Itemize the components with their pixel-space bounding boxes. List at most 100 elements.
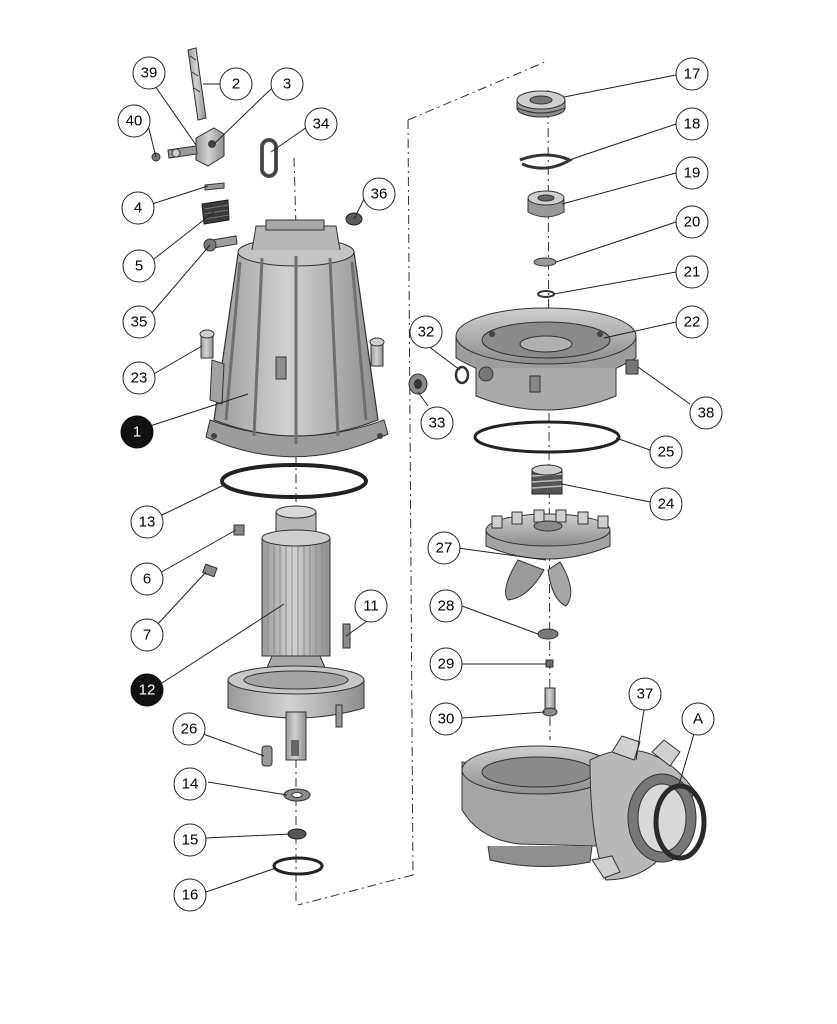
callout-33: 33 bbox=[420, 406, 454, 440]
part-39-40-screw bbox=[151, 145, 198, 162]
part-22-bearing-housing bbox=[455, 307, 637, 411]
callout-3: 3 bbox=[270, 67, 304, 101]
callout-label-36: 36 bbox=[371, 186, 388, 203]
callout-25: 25 bbox=[649, 435, 683, 469]
callout-label-19: 19 bbox=[684, 165, 701, 182]
part-32-ring bbox=[454, 365, 470, 385]
callout-40: 40 bbox=[117, 104, 151, 138]
callout-20: 20 bbox=[675, 205, 709, 239]
callout-2: 2 bbox=[219, 67, 253, 101]
callout-39: 39 bbox=[132, 56, 166, 90]
part-37-pump-casing bbox=[461, 735, 697, 881]
callout-37: 37 bbox=[628, 677, 662, 711]
part-18-circlip bbox=[519, 153, 574, 170]
callout-label-11: 11 bbox=[363, 598, 379, 615]
part-28-nut bbox=[537, 628, 559, 640]
part-1-motor-housing bbox=[205, 219, 389, 458]
part-14-washer bbox=[283, 788, 311, 802]
callout-label-12: 12 bbox=[139, 682, 156, 699]
callout-26: 26 bbox=[172, 712, 206, 746]
callout-14: 14 bbox=[173, 767, 207, 801]
callout-17: 17 bbox=[675, 57, 709, 91]
part-33-plug bbox=[408, 373, 428, 395]
callout-label-28: 28 bbox=[438, 598, 455, 615]
part-13-o-ring bbox=[220, 463, 368, 499]
callout-label-3: 3 bbox=[283, 76, 291, 93]
callout-38: 38 bbox=[689, 396, 723, 430]
callout-label-2: 2 bbox=[232, 76, 240, 93]
callout-label-7: 7 bbox=[143, 627, 151, 644]
callout-27: 27 bbox=[427, 531, 461, 565]
part-A-wear-ring bbox=[653, 783, 707, 861]
callout-19: 19 bbox=[675, 156, 709, 190]
callout-label-26: 26 bbox=[181, 721, 198, 738]
callout-label-22: 22 bbox=[684, 314, 701, 331]
part-23-bolt bbox=[199, 329, 215, 359]
callout-30: 30 bbox=[429, 702, 463, 736]
callout-23: 23 bbox=[122, 361, 156, 395]
callout-label-38: 38 bbox=[698, 405, 715, 422]
callout-13: 13 bbox=[130, 505, 164, 539]
part-38-screw bbox=[625, 359, 639, 375]
callout-label-27: 27 bbox=[436, 540, 453, 557]
callout-label-23: 23 bbox=[131, 370, 148, 387]
callout-label-17: 17 bbox=[684, 66, 701, 83]
callout-label-18: 18 bbox=[684, 116, 701, 133]
part-35-bolt bbox=[203, 235, 238, 252]
part-23-bolt-right bbox=[369, 337, 385, 367]
callout-label-32: 32 bbox=[418, 324, 435, 341]
callout-24: 24 bbox=[649, 487, 683, 521]
callout-label-16: 16 bbox=[182, 887, 199, 904]
callout-16: 16 bbox=[173, 878, 207, 912]
part-30-bolt bbox=[542, 687, 558, 717]
callout-label-4: 4 bbox=[134, 200, 142, 217]
callout-28: 28 bbox=[429, 589, 463, 623]
callout-6: 6 bbox=[130, 562, 164, 596]
callout-label-40: 40 bbox=[126, 113, 143, 130]
callout-label-14: 14 bbox=[182, 776, 199, 793]
callout-A: A bbox=[681, 702, 715, 736]
part-2-pin bbox=[187, 47, 207, 121]
part-7-screw bbox=[202, 563, 218, 578]
callout-12: 12 bbox=[130, 673, 164, 707]
callout-label-20: 20 bbox=[684, 214, 701, 231]
callout-18: 18 bbox=[675, 107, 709, 141]
part-17-cap bbox=[516, 90, 566, 118]
part-29-pin bbox=[545, 659, 554, 668]
part-26-pin bbox=[261, 745, 273, 767]
part-20-washer bbox=[533, 257, 557, 267]
callout-label-29: 29 bbox=[438, 656, 455, 673]
callout-22: 22 bbox=[675, 305, 709, 339]
callout-label-21: 21 bbox=[684, 264, 701, 281]
callout-label-35: 35 bbox=[131, 314, 148, 331]
callout-36: 36 bbox=[362, 177, 396, 211]
callout-5: 5 bbox=[122, 249, 156, 283]
callout-label-34: 34 bbox=[313, 116, 330, 133]
part-12-rotor bbox=[227, 505, 365, 761]
callout-21: 21 bbox=[675, 255, 709, 289]
part-19-bearing bbox=[527, 190, 565, 218]
callout-label-13: 13 bbox=[139, 514, 156, 531]
part-21-ring bbox=[537, 290, 555, 298]
callout-11: 11 bbox=[354, 589, 388, 623]
part-15-nut bbox=[287, 828, 307, 840]
part-24-seal bbox=[531, 464, 563, 495]
callout-label-1: 1 bbox=[133, 424, 141, 441]
callout-7: 7 bbox=[130, 618, 164, 652]
callout-35: 35 bbox=[122, 305, 156, 339]
part-16-o-ring bbox=[272, 856, 324, 876]
callout-label-30: 30 bbox=[438, 711, 455, 728]
callout-32: 32 bbox=[409, 315, 443, 349]
part-27-impeller bbox=[485, 509, 611, 607]
callout-label-33: 33 bbox=[429, 415, 446, 432]
part-34-link bbox=[260, 138, 278, 178]
callout-15: 15 bbox=[173, 823, 207, 857]
callout-label-5: 5 bbox=[135, 258, 143, 275]
callout-34: 34 bbox=[304, 107, 338, 141]
callout-label-15: 15 bbox=[182, 832, 199, 849]
callouts: 39 2 3 40 34 4 36 5 35 23 1 13 6 11 7 12… bbox=[117, 56, 723, 912]
callout-label-24: 24 bbox=[658, 496, 675, 513]
callout-1: 1 bbox=[120, 415, 154, 449]
callout-label-39: 39 bbox=[141, 65, 158, 82]
